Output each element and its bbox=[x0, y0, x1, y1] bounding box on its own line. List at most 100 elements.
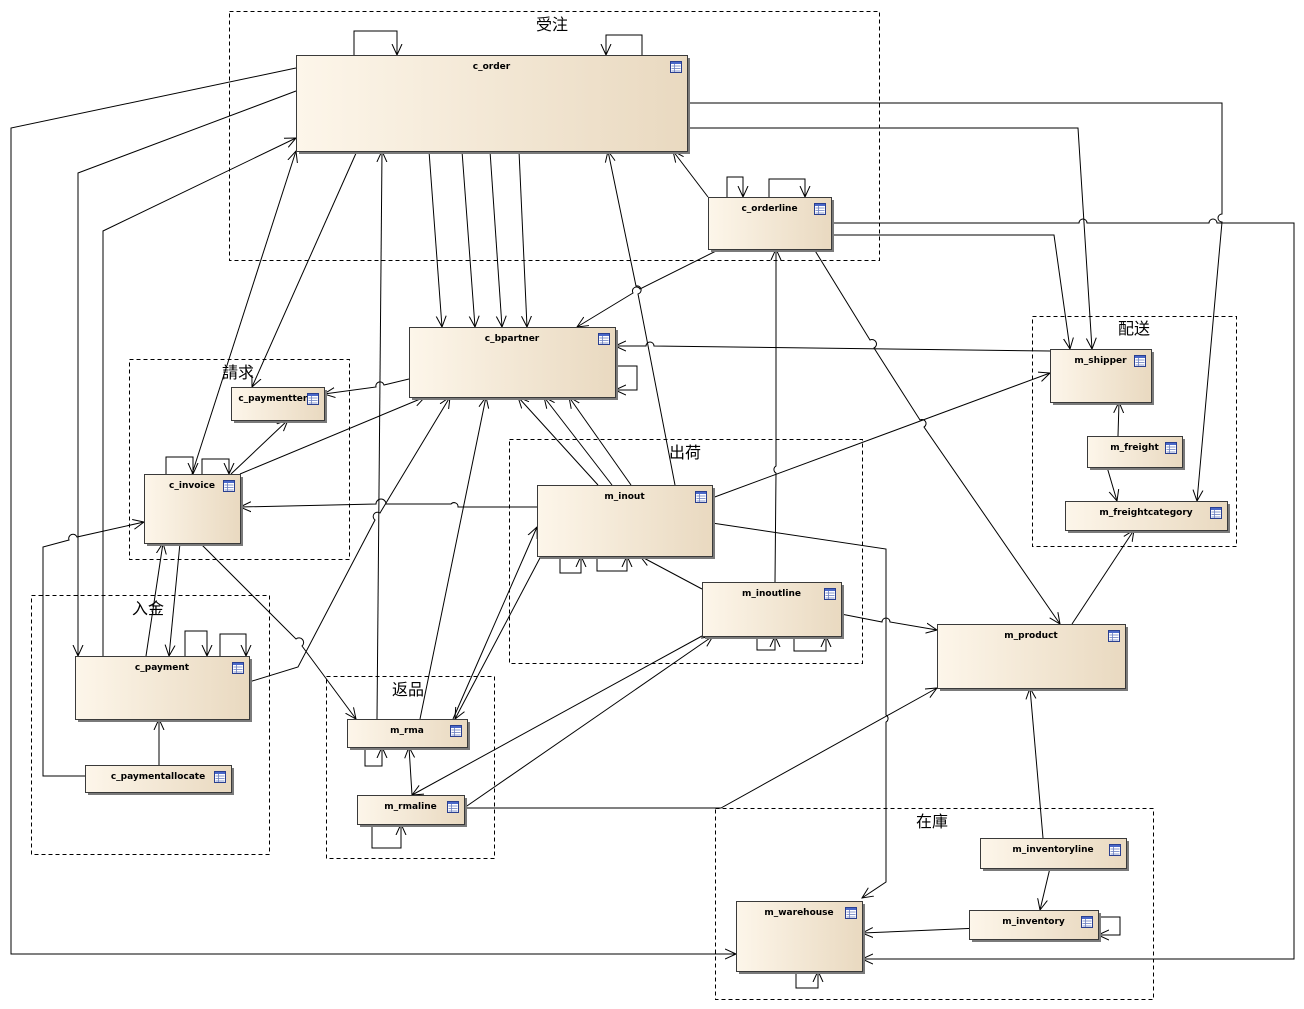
relation-m_rma-to-c_order[interactable] bbox=[377, 151, 382, 720]
table-c-order[interactable]: c_order bbox=[296, 55, 691, 155]
relation-m_inout-to-m_shipper[interactable] bbox=[711, 373, 1050, 499]
table-c-orderline[interactable]: c_orderline bbox=[708, 197, 835, 253]
relation-m_inoutline-to-c_orderline[interactable] bbox=[774, 249, 776, 583]
relation-c_order-to-c_payment[interactable] bbox=[78, 90, 297, 656]
relation-m_inoutline-to-m_inoutline[interactable] bbox=[793, 636, 826, 652]
relation-c_invoice-to-c_bpartner[interactable] bbox=[239, 397, 425, 475]
relation-m_inout-to-c_invoice[interactable] bbox=[240, 498, 537, 507]
table-m-shipper[interactable]: m_shipper bbox=[1050, 349, 1155, 406]
relation-c_order-to-m_freightcategory[interactable] bbox=[687, 102, 1223, 501]
table-name: m_inout bbox=[604, 492, 645, 502]
relation-c_orderline-to-c_orderline[interactable] bbox=[726, 176, 743, 197]
table-m-warehouse[interactable]: m_warehouse bbox=[736, 901, 866, 975]
relation-m_inout-to-c_bpartner[interactable] bbox=[518, 397, 599, 486]
relation-c_payment-to-c_bpartner[interactable] bbox=[248, 397, 450, 683]
relation-m_inoutline-to-m_inoutline[interactable] bbox=[756, 636, 775, 651]
table-c-paymentterm[interactable]: c_paymentterm bbox=[231, 387, 328, 424]
relation-m_freight-to-m_shipper[interactable] bbox=[1118, 402, 1119, 437]
relation-m_inout-to-m_rma[interactable] bbox=[455, 555, 542, 719]
table-m-freightcategory[interactable]: m_freightcategory bbox=[1065, 501, 1231, 534]
relation-m_inventoryline-to-m_product[interactable] bbox=[1030, 688, 1044, 839]
table-m-product[interactable]: m_product bbox=[937, 624, 1129, 692]
relation-m_inventory-to-m_warehouse[interactable] bbox=[1098, 916, 1121, 935]
relation-m_inout-to-c_bpartner[interactable] bbox=[544, 397, 613, 486]
table-c-invoice[interactable]: c_invoice bbox=[144, 474, 244, 547]
relation-c_invoice-to-c_invoice[interactable] bbox=[201, 458, 229, 474]
table-box[interactable] bbox=[347, 719, 468, 748]
relation-m_inout-to-c_order[interactable] bbox=[608, 151, 676, 486]
table-box[interactable] bbox=[85, 765, 232, 793]
relation-m_rma-to-m_inout[interactable] bbox=[452, 527, 537, 720]
relation-c_invoice-to-c_payment[interactable] bbox=[169, 542, 181, 656]
relation-c_order-to-c_order[interactable] bbox=[606, 34, 643, 55]
relation-c_order-to-c_paymentterm[interactable] bbox=[252, 150, 358, 387]
relation-m_rmaline-to-m_rmaline[interactable] bbox=[371, 824, 401, 849]
relation-c_order-to-m_shipper[interactable] bbox=[687, 127, 1092, 349]
table-m-inventoryline[interactable]: m_inventoryline bbox=[980, 838, 1130, 872]
table-box[interactable] bbox=[969, 910, 1099, 940]
table-box[interactable] bbox=[1065, 501, 1228, 531]
table-m-rma[interactable]: m_rma bbox=[347, 719, 471, 751]
table-box[interactable] bbox=[702, 582, 842, 637]
relation-c_order-to-c_bpartner[interactable] bbox=[489, 150, 502, 327]
relation-c_payment-to-c_payment[interactable] bbox=[219, 633, 246, 656]
table-box[interactable] bbox=[537, 485, 713, 557]
relation-m_inventoryline-to-m_inventoryline[interactable] bbox=[862, 928, 981, 933]
relation-m_inventory-to-m_inventory[interactable] bbox=[795, 971, 818, 989]
relation-c_payment-to-c_order[interactable] bbox=[102, 138, 296, 656]
relation-m_shipper-to-c_bpartner[interactable] bbox=[615, 342, 1051, 352]
relation-c_payment-to-c_invoice[interactable] bbox=[145, 543, 163, 657]
relation-c_bpartner-to-c_paymentterm[interactable] bbox=[324, 378, 410, 394]
relation-m_inout-to-c_bpartner[interactable] bbox=[569, 397, 632, 486]
relation-c_invoice-to-m_rma[interactable] bbox=[199, 542, 356, 719]
relation-m_inoutline-to-m_rmaline[interactable] bbox=[412, 635, 703, 795]
table-c-paymentallocate[interactable]: c_paymentallocate bbox=[85, 765, 235, 796]
relation-c_order-to-c_bpartner[interactable] bbox=[461, 150, 475, 327]
relation-m_inout-to-m_inout[interactable] bbox=[596, 556, 627, 572]
relation-c_order-to-c_bpartner[interactable] bbox=[518, 150, 527, 327]
relation-c_bpartner-to-c_bpartner[interactable] bbox=[615, 365, 638, 390]
relation-c_order-to-c_bpartner[interactable] bbox=[428, 150, 442, 327]
table-c-bpartner[interactable]: c_bpartner bbox=[409, 327, 619, 401]
relation-m_freight-to-m_freightcategory[interactable] bbox=[1106, 466, 1117, 501]
relation-m_inventoryline-to-m_inventory[interactable] bbox=[1040, 867, 1051, 910]
relation-c_order-to-c_order[interactable] bbox=[353, 30, 397, 55]
table-m-inventory[interactable]: m_inventory bbox=[969, 910, 1102, 943]
relation-m_inoutline-to-m_product[interactable] bbox=[840, 613, 937, 630]
relation-m_product-to-m_freightcategory[interactable] bbox=[1071, 530, 1134, 625]
relation-c_orderline-to-m_warehouse[interactable] bbox=[831, 218, 1295, 959]
relation-m_rmaline-to-m_rma[interactable] bbox=[409, 747, 412, 796]
table-box[interactable] bbox=[75, 656, 250, 720]
relation-c_orderline-to-m_shipper[interactable] bbox=[831, 234, 1070, 349]
relation-c_paymentallocate-to-c_invoice[interactable] bbox=[42, 522, 144, 777]
table-m-inout[interactable]: m_inout bbox=[537, 485, 716, 560]
relation-m_rma-to-c_bpartner[interactable] bbox=[419, 397, 486, 720]
table-box[interactable] bbox=[708, 197, 832, 250]
relation-m_rmaline-to-m_inoutline[interactable] bbox=[463, 636, 713, 809]
table-box[interactable] bbox=[409, 327, 616, 398]
relation-c_order-to-m_warehouse[interactable] bbox=[10, 67, 736, 954]
relation-c_orderline-to-m_product[interactable] bbox=[813, 248, 1060, 624]
table-m-freight[interactable]: m_freight bbox=[1087, 436, 1186, 471]
table-box[interactable] bbox=[736, 901, 863, 972]
table-c-payment[interactable]: c_payment bbox=[75, 656, 253, 723]
table-box[interactable] bbox=[980, 838, 1127, 869]
relation-m_inout-to-m_warehouse[interactable] bbox=[711, 522, 889, 898]
relation-c_invoice-to-c_paymentterm[interactable] bbox=[230, 420, 288, 475]
relation-m_inout-to-m_inout[interactable] bbox=[559, 556, 581, 574]
table-icon bbox=[1210, 507, 1222, 519]
table-box[interactable] bbox=[937, 624, 1126, 689]
relation-m_rmaline-to-m_product[interactable] bbox=[464, 688, 937, 809]
relation-c_invoice-to-c_order[interactable] bbox=[191, 151, 296, 475]
relation-c_payment-to-c_payment[interactable] bbox=[184, 630, 207, 656]
table-m-rmaline[interactable]: m_rmaline bbox=[357, 795, 468, 828]
relation-c_orderline-to-c_bpartner[interactable] bbox=[577, 248, 721, 327]
relation-m_rma-to-m_rma[interactable] bbox=[364, 747, 382, 767]
relation-c_orderline-to-c_order[interactable] bbox=[673, 151, 709, 198]
table-box[interactable] bbox=[296, 55, 688, 152]
table-box[interactable] bbox=[357, 795, 465, 825]
relation-c_invoice-to-c_invoice[interactable] bbox=[165, 456, 193, 474]
table-m-inoutline[interactable]: m_inoutline bbox=[702, 582, 845, 640]
relation-m_inoutline-to-m_inout[interactable] bbox=[640, 556, 703, 590]
relation-c_orderline-to-c_orderline[interactable] bbox=[768, 178, 805, 197]
